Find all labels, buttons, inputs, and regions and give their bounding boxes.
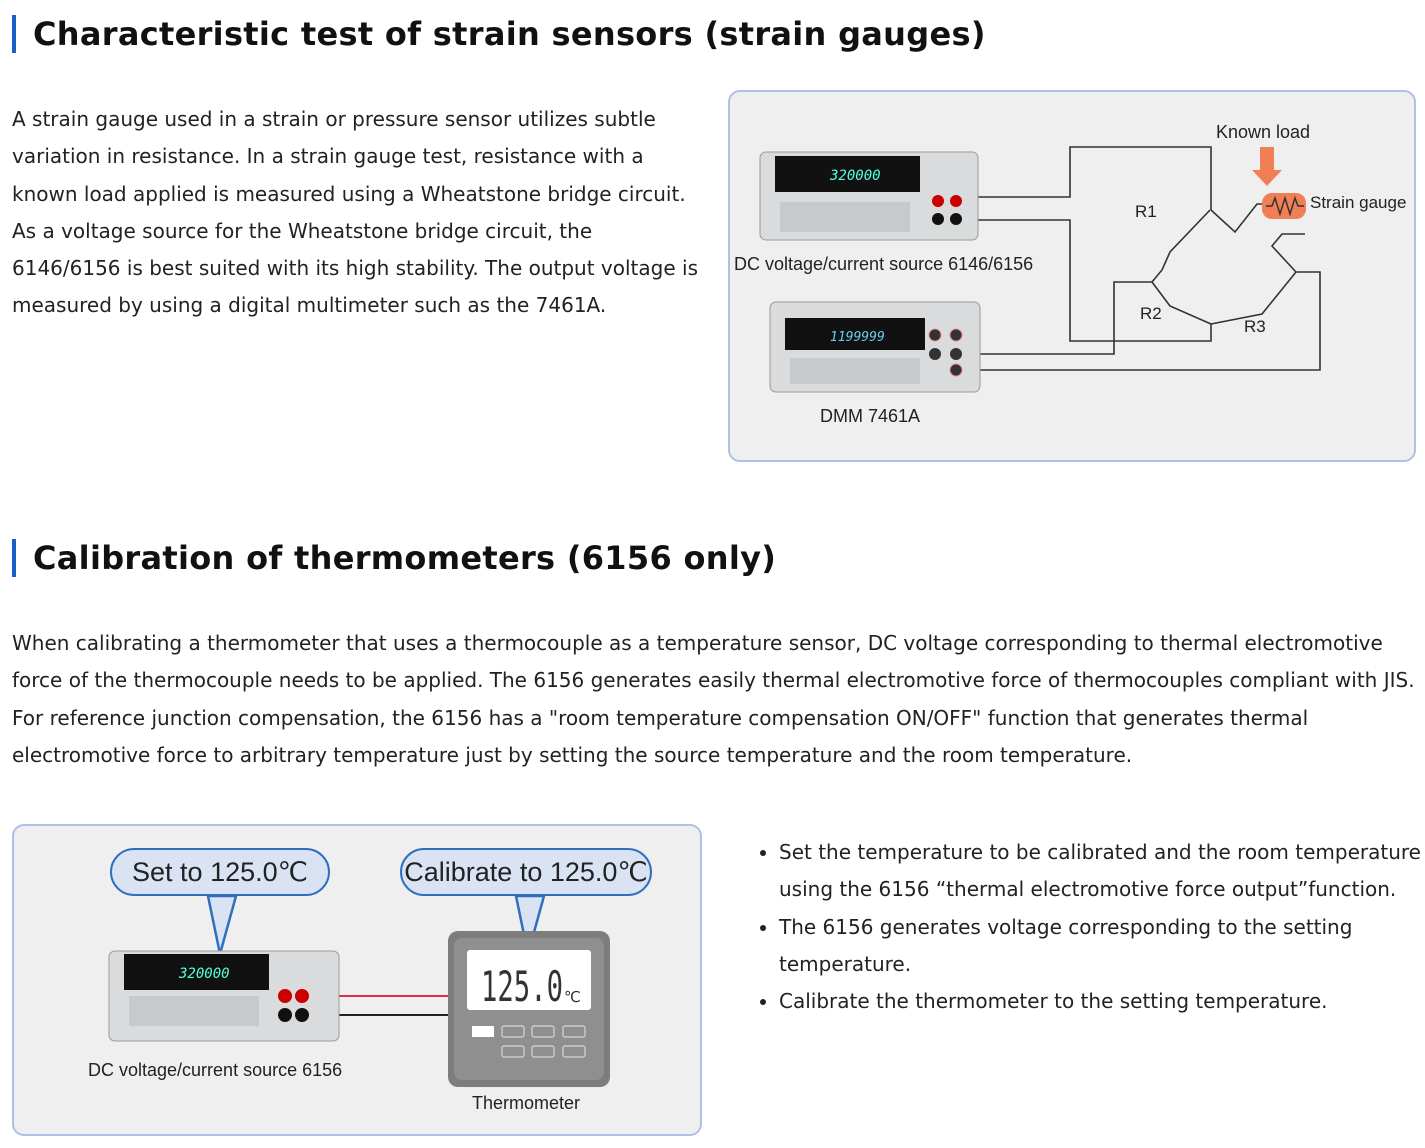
list-item: The 6156 generates voltage corresponding…: [779, 909, 1425, 984]
list-item: Calibrate the thermometer to the setting…: [779, 983, 1425, 1020]
section1-paragraph: A strain gauge used in a strain or press…: [12, 107, 698, 318]
source-label: DC voltage/current source 6146/6156: [734, 254, 1034, 274]
section2-paragraph: When calibrating a thermometer that uses…: [12, 631, 1415, 767]
wheatstone-bridge-circuit: 320000 1199999: [759, 146, 1321, 393]
thermometer-display: 125.0: [481, 962, 563, 1011]
list-item: Set the temperature to be calibrated and…: [779, 834, 1425, 909]
known-load-label: Known load: [1216, 122, 1311, 142]
section1-title: Characteristic test of strain sensors (s…: [12, 15, 986, 53]
known-load-arrow-icon: [1260, 147, 1274, 171]
r1-label: R1: [1135, 202, 1157, 221]
dmm-display: 1199999: [830, 330, 885, 345]
dmm-label: DMM 7461A: [820, 406, 921, 426]
thermometer-unit: ℃: [564, 988, 581, 1006]
thermometer-label: Thermometer: [472, 1093, 581, 1113]
r2-label: R2: [1140, 304, 1162, 323]
source-6156-icon: [108, 950, 340, 1042]
source-6156-display: 320000: [178, 966, 230, 982]
source-6156-label: DC voltage/current source 6156: [88, 1060, 343, 1080]
source-instrument-icon: [759, 151, 979, 241]
strain-gauge-label: Strain gauge: [1310, 193, 1407, 212]
calibrate-temperature-bubble: Calibrate to 125.0℃: [400, 848, 652, 896]
calibration-steps-list: Set the temperature to be calibrated and…: [755, 834, 1425, 1020]
strain-gauge-diagram: 320000 1199999 Known load Strain gauge R…: [728, 90, 1416, 462]
dmm-instrument-icon: [769, 301, 981, 393]
r3-label: R3: [1244, 317, 1266, 336]
thermometer-icon: [448, 931, 610, 1087]
section2-title: Calibration of thermometers (6156 only): [12, 539, 776, 577]
calibration-wiring: 320000 125.0 ℃: [108, 894, 610, 1087]
thermometer-calibration-diagram: 320000 125.0 ℃ Set to 125.0℃ Calibrate t…: [12, 824, 702, 1136]
set-temperature-bubble: Set to 125.0℃: [110, 848, 330, 896]
source-display: 320000: [829, 168, 881, 184]
